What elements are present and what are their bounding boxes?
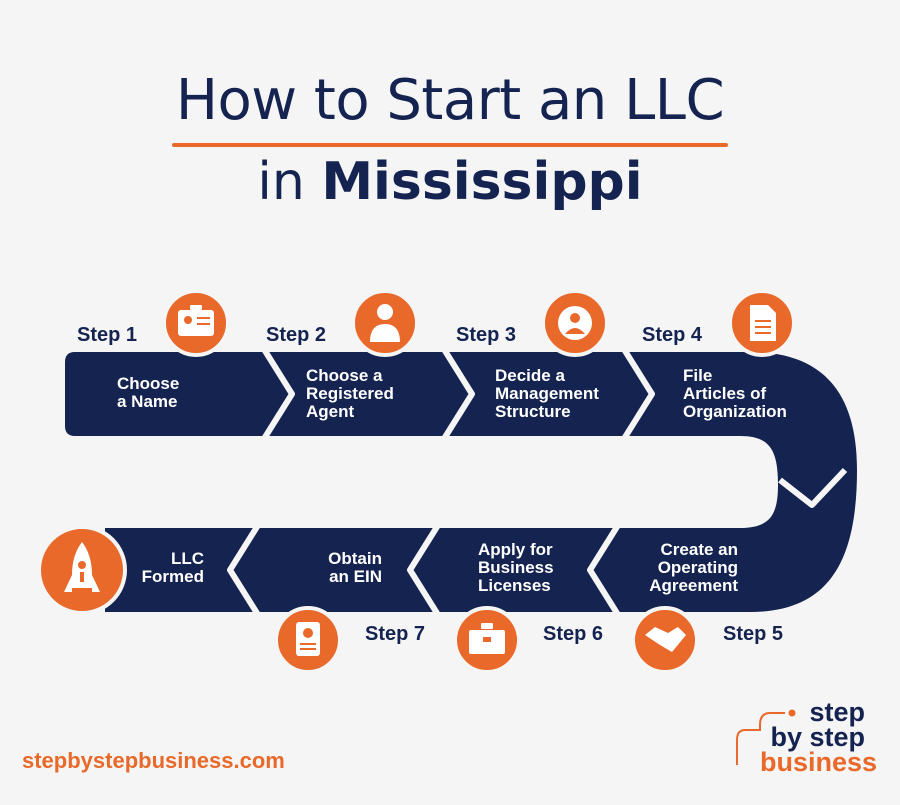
separator [407,520,443,620]
separator [619,344,655,444]
separator [587,520,623,620]
person-agent-icon [370,304,400,342]
separator [227,520,263,620]
step3-label: Step 3 [456,324,517,346]
step1-label: Step 1 [77,324,138,346]
step5-label: Step 5 [723,623,784,645]
separator [778,467,848,508]
rocket-icon [64,542,100,592]
step7-label: Step 7 [365,623,426,645]
id-card-icon [178,305,214,336]
title-underline [172,143,728,147]
separator [259,344,295,444]
brand-logo: step by step business [760,697,878,777]
step6-label: Step 6 [543,623,604,645]
title-line-1: How to Start an LLC [175,68,725,133]
title-line-2: in Mississippi [0,152,900,212]
title-state: Mississippi [321,152,643,212]
step2-circle [351,289,419,357]
title-prefix: in [257,152,305,212]
footer-url[interactable]: stepbystepbusiness.com [22,748,285,773]
logo-swoosh-icon [736,709,796,765]
badge-icon [296,622,320,656]
briefcase-icon [469,623,505,654]
gear-person-icon [558,306,592,340]
separator [439,344,475,444]
path-band [65,352,857,612]
step2-label: Step 2 [266,324,327,346]
handshake-icon [645,627,686,652]
step4-label: Step 4 [642,324,703,346]
document-icon [750,305,776,341]
